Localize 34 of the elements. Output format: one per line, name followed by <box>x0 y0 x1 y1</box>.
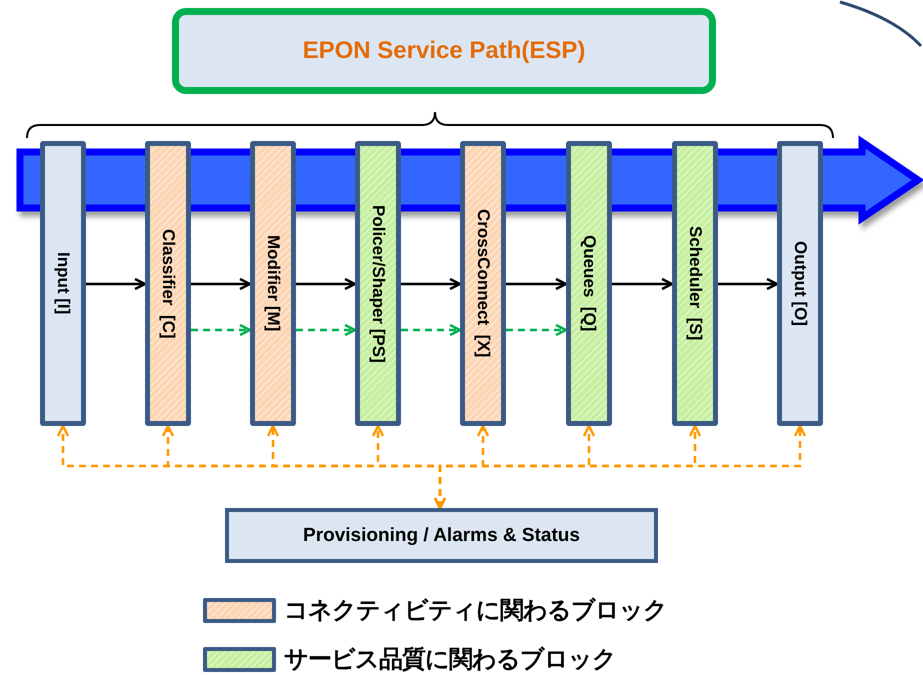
function-block <box>145 141 191 426</box>
block-label: Scheduler [S] <box>685 226 705 341</box>
block-label: CrossConnect [X] <box>473 209 493 358</box>
process-box <box>225 508 658 563</box>
block-label: Input [I] <box>53 252 73 315</box>
block-label: Provisioning / Alarms & Status <box>303 524 580 546</box>
block-label: Policer/Shaper [PS] <box>368 204 388 362</box>
legend-label: サービス品質に関わるブロック <box>284 644 616 675</box>
function-block <box>460 141 506 426</box>
block-label: Output [O] <box>790 241 810 326</box>
function-block <box>566 141 612 426</box>
function-block <box>40 141 86 426</box>
arrow <box>86 278 146 290</box>
arrow <box>401 278 462 290</box>
title-text: EPON Service Path(ESP) <box>302 37 586 65</box>
arrow <box>296 324 356 336</box>
arrow <box>506 324 568 336</box>
title-box <box>172 8 716 94</box>
arrow <box>434 424 806 510</box>
legend-label: コネクティビティに関わるブロック <box>284 595 667 626</box>
block-label: Modifier [M] <box>263 235 283 332</box>
block-label: Queues [Q] <box>579 235 599 332</box>
function-block <box>250 141 296 426</box>
arrow <box>506 278 568 290</box>
arrow <box>718 278 778 290</box>
arrow <box>191 278 252 290</box>
arrow <box>401 324 462 336</box>
arrow <box>191 324 252 336</box>
block-label: Classifier [C] <box>158 228 178 338</box>
function-block <box>672 141 718 426</box>
arrow <box>296 278 356 290</box>
function-block <box>777 141 823 426</box>
function-block <box>355 141 401 426</box>
arrow <box>612 278 674 290</box>
